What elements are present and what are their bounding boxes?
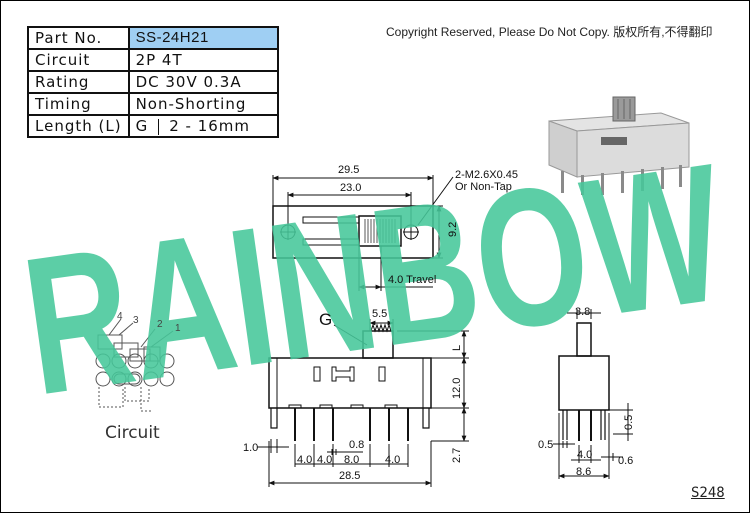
dim-pitch-4: 4.0: [385, 454, 400, 466]
travel-label: 4.0 Travel: [388, 274, 436, 286]
dim-side-pin-spacing: 4.0: [577, 449, 592, 461]
part-no-label: Part No.: [27, 26, 130, 50]
g-label: G: [319, 310, 332, 329]
circuit-caption: Circuit: [105, 423, 160, 443]
dim-body-height: 12.0: [451, 378, 463, 399]
dim-mount-spacing: 23.0: [340, 182, 361, 194]
side-view: [553, 309, 633, 479]
rating-label: Rating: [27, 70, 130, 94]
length-value-cell: G 2 - 16mm: [127, 114, 279, 138]
spec-row-timing: Timing Non-Shorting: [27, 92, 279, 116]
dim-pitch-2: 4.0: [317, 454, 332, 466]
dim-side-offset: 0.6: [618, 455, 633, 467]
spec-row-rating: Rating DC 30V 0.3A: [27, 70, 279, 94]
circuit-pin-3: 3: [133, 315, 139, 326]
spec-row-circuit: Circuit 2P 4T: [27, 48, 279, 72]
top-view: [272, 175, 454, 291]
spec-table: Part No. SS-24H21 Circuit 2P 4T Rating D…: [27, 26, 279, 138]
spec-row-part-no: Part No. SS-24H21: [27, 26, 279, 50]
hole-note-2: Or Non-Tap: [455, 181, 512, 193]
circuit-pin-2: 2: [157, 319, 163, 330]
rating-value: DC 30V 0.3A: [127, 70, 279, 94]
dim-pitch-1: 4.0: [297, 454, 312, 466]
circuit-pin-4: 4: [117, 311, 123, 322]
circuit-label-cell: Circuit: [27, 48, 130, 72]
length-value: 2 - 16mm: [169, 117, 251, 135]
dim-side-pin-right: 0.5: [623, 415, 635, 430]
length-code: G: [135, 117, 149, 135]
dim-l: L: [451, 345, 463, 351]
hole-note-1: 2-M2.6X0.45: [455, 169, 518, 181]
part-no-value: SS-24H21: [127, 26, 279, 50]
dim-side-body-width: 8.6: [576, 466, 591, 478]
spec-row-length: Length (L) G 2 - 16mm: [27, 114, 279, 138]
dim-side-pin-left: 0.5: [538, 439, 553, 451]
length-label: Length (L): [27, 114, 130, 138]
dim-pin-thickness: 0.8: [349, 439, 364, 451]
circuit-pin-1: 1: [175, 323, 181, 334]
product-photo: [548, 96, 690, 195]
timing-label: Timing: [27, 92, 130, 116]
front-view: [257, 319, 469, 487]
dim-pin-length: 2.7: [451, 448, 463, 463]
copyright-notice: Copyright Reserved, Please Do Not Copy. …: [386, 25, 713, 39]
dim-overall-length: 29.5: [338, 164, 359, 176]
dim-total-length: 28.5: [339, 470, 360, 482]
dim-knob-width: 5.5: [372, 308, 387, 320]
dim-pitch-3: 8.0: [344, 454, 359, 466]
model-code: S248: [691, 485, 725, 501]
dim-pin-width: 1.0: [243, 442, 258, 454]
circuit-diagram: [95, 318, 175, 412]
dim-side-knob: 3.8: [575, 306, 590, 318]
circuit-value: 2P 4T: [127, 48, 279, 72]
timing-value: Non-Shorting: [127, 92, 279, 116]
dim-top-height: 9.2: [447, 222, 459, 237]
